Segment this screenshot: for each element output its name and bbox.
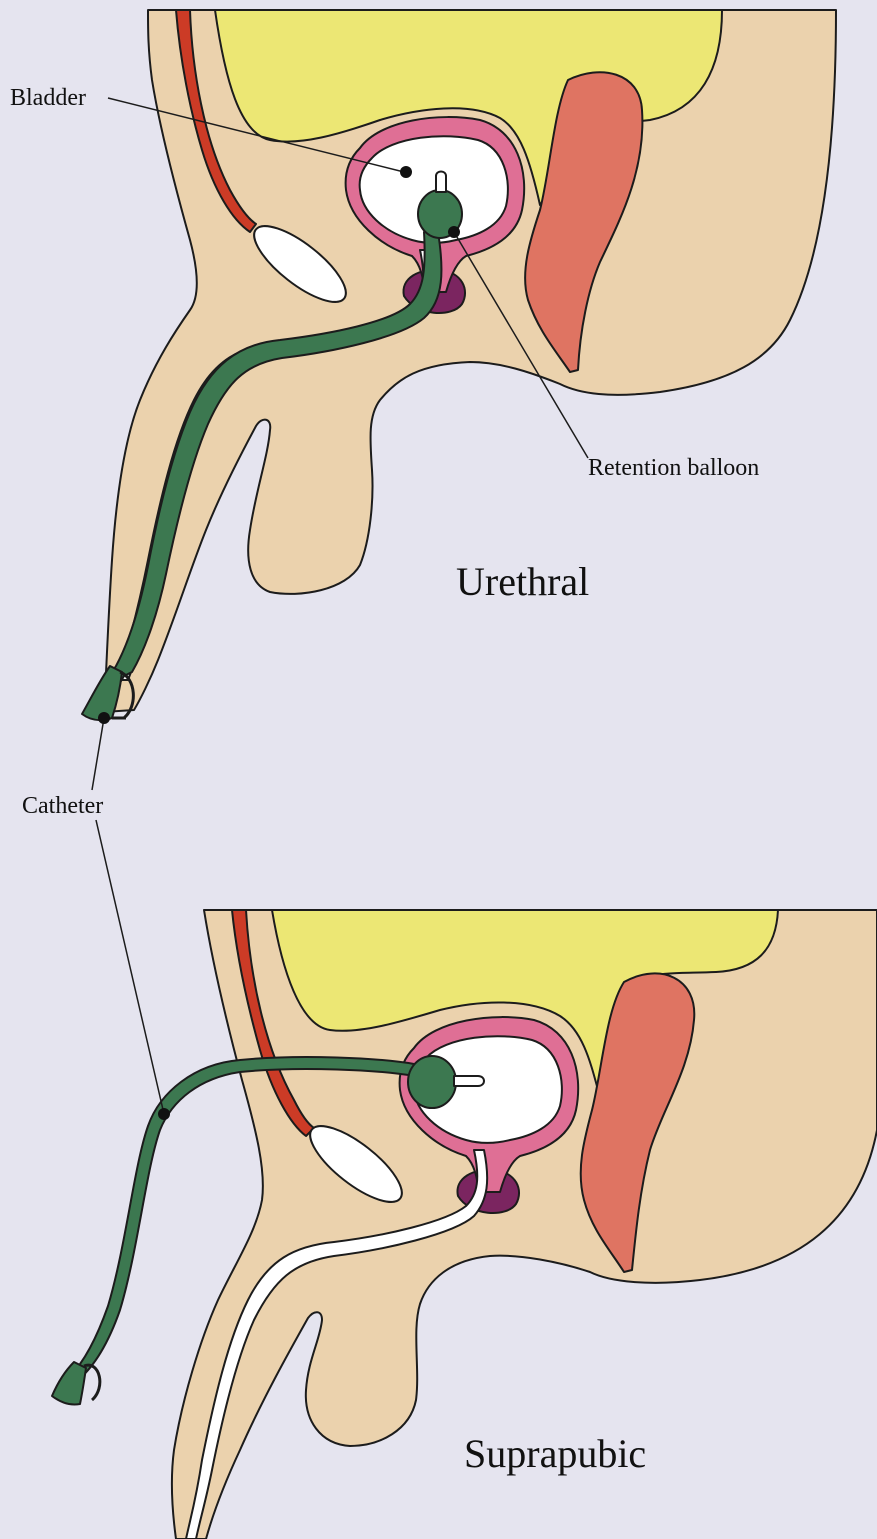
label-bladder: Bladder: [10, 86, 86, 110]
label-retention-balloon: Retention balloon: [588, 456, 759, 480]
leader-catheter-bottom: [96, 820, 164, 1114]
urethral-panel: [82, 10, 836, 720]
dot-catheter-bottom: [158, 1108, 170, 1120]
dot-catheter-top: [98, 712, 110, 724]
dot-retention-balloon: [448, 226, 460, 238]
suprapubic-catheter-tip: [454, 1076, 484, 1086]
leader-catheter-top: [92, 718, 104, 790]
urethral-tissue: [104, 10, 836, 712]
label-suprapubic: Suprapubic: [464, 1434, 646, 1474]
label-catheter: Catheter: [22, 794, 103, 818]
label-urethral: Urethral: [456, 562, 589, 602]
suprapubic-catheter-funnel: [52, 1362, 86, 1405]
suprapubic-retention-balloon: [408, 1056, 456, 1108]
dot-bladder: [400, 166, 412, 178]
urethral-catheter-tip: [436, 172, 446, 193]
